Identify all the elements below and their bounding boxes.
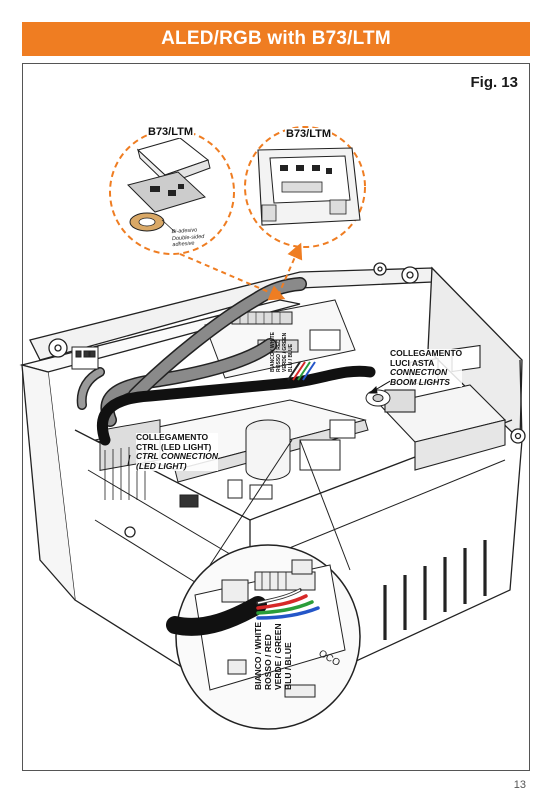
ctrl-label-line-4: (LED LIGHT) <box>136 460 187 471</box>
boom-lights-label-line-3: CONNECTION <box>390 367 448 377</box>
tape-note: Bi-adesivo Double-sided adhesive <box>171 227 205 249</box>
boom-lights-label-line-4: BOOM LIGHTS <box>390 376 450 387</box>
wire-label-zoom-white: BIANCO / WHITE <box>253 622 263 690</box>
wire-labels-zoom: BIANCO / WHITE ROSSO / RED VERDE / GREEN… <box>253 622 293 690</box>
wire-label-small-blue: BLU / BLUE <box>288 343 294 372</box>
figure-label: Fig. 13 <box>470 74 518 91</box>
zoom-circle: OCO <box>166 439 361 730</box>
ctrl-label-line-2: CTRL (LED LIGHT) <box>136 441 212 452</box>
side-connector <box>71 346 99 370</box>
right-callout-circle <box>244 126 366 248</box>
right-callout-title: B73/LTM <box>285 128 333 140</box>
page-title: ALED/RGB with B73/LTM <box>161 28 391 49</box>
wire-labels-small: BIANCO / WHITE ROSSO / RED VERDE / GREEN… <box>270 332 294 372</box>
ctrl-label-line-3: CTRL CONNECTION <box>136 451 219 461</box>
wire-label-zoom-green: VERDE / GREEN <box>273 623 283 690</box>
boom-lights-label-line-2: LUCI ASTA <box>390 357 435 368</box>
boom-lights-label-line-1: COLLEGAMENTO <box>390 348 463 358</box>
boom-lights-label: COLLEGAMENTO LUCI ASTA CONNECTION BOOM L… <box>390 348 463 387</box>
page-number: 13 <box>513 779 526 791</box>
led-wires-small <box>287 361 316 381</box>
boom-light-connector <box>365 389 391 407</box>
pointer-lines <box>127 379 393 466</box>
wire-label-zoom-red: ROSSO / RED <box>263 634 273 690</box>
wire-label-zoom-blue: BLU / BLUE <box>283 642 293 690</box>
ctrl-label-line-1: COLLEGAMENTO <box>136 432 209 442</box>
left-callout-circle <box>109 129 235 255</box>
figure-frame <box>22 63 530 771</box>
ctrl-label: COLLEGAMENTO CTRL (LED LIGHT) CTRL CONNE… <box>136 432 219 471</box>
left-callout-title: B73/LTM <box>147 126 195 138</box>
black-led-cable <box>96 365 376 446</box>
header-bar: ALED/RGB with B73/LTM <box>22 22 530 56</box>
